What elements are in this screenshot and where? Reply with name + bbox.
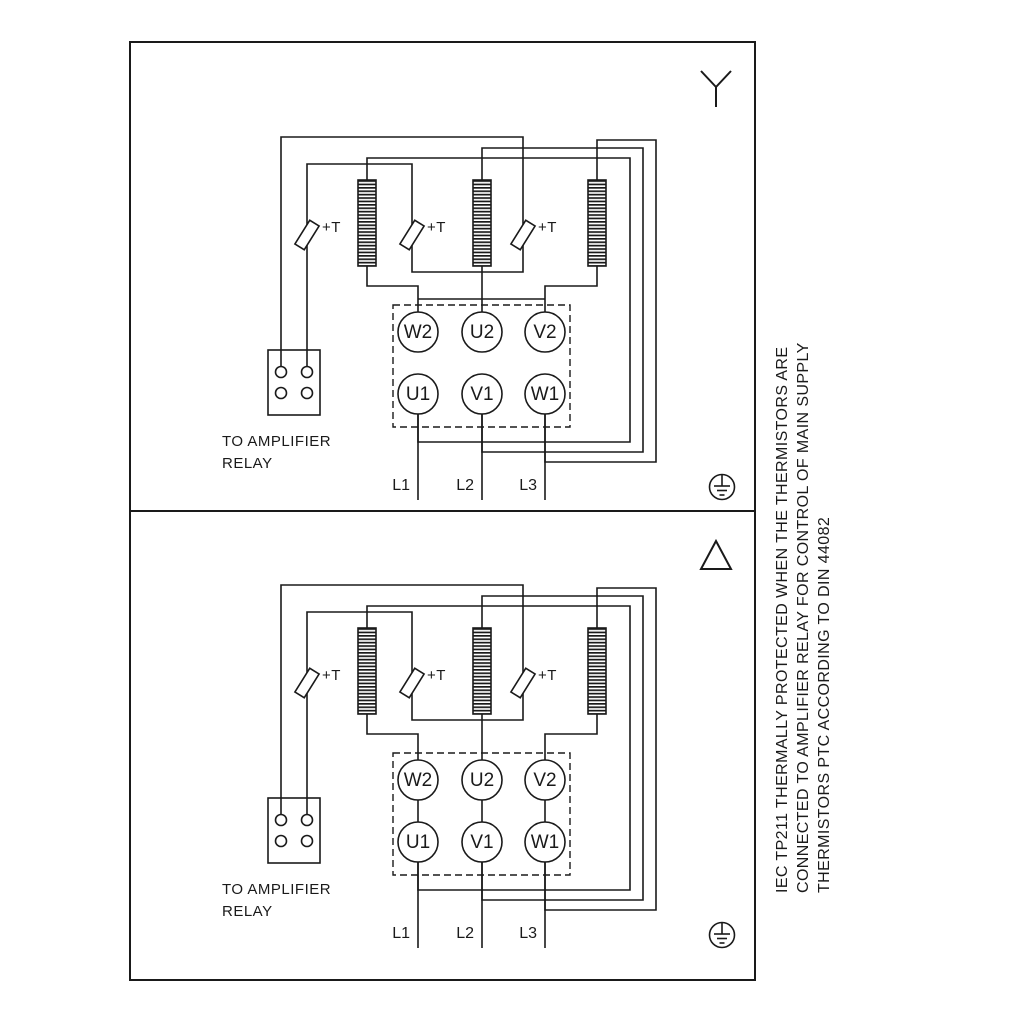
thermistor-symbol	[293, 218, 321, 252]
relay-terminal	[300, 365, 314, 379]
thermistor-symbol	[398, 666, 426, 700]
thermistor-symbol	[509, 218, 537, 252]
supply-label: L1	[392, 477, 410, 494]
wire	[411, 700, 524, 721]
delta-bridge-wire	[417, 800, 546, 822]
wire	[280, 350, 308, 366]
thermistor-body	[398, 219, 426, 251]
wire	[481, 147, 644, 453]
terminal-circle	[397, 311, 439, 353]
wire	[280, 798, 308, 814]
supply-label: L2	[456, 925, 474, 942]
relay-caption: RELAY	[222, 903, 273, 920]
star-diagram-section: +T +T +T TO AMPLIFIER RELAY W2	[222, 136, 736, 501]
terminal-label: U2	[470, 770, 494, 791]
terminal-label: V2	[533, 770, 556, 791]
terminal-label: V1	[470, 384, 493, 405]
supply-label: L3	[519, 925, 537, 942]
terminal-circle	[461, 311, 503, 353]
thermistor-body	[293, 219, 321, 251]
note-text: IEC TP211 THERMALLY PROTECTED WHEN THE T…	[772, 342, 835, 893]
terminal-circle	[397, 759, 439, 801]
terminal-label: V1	[470, 832, 493, 853]
earth-ground-icon	[708, 921, 736, 949]
motor-winding	[357, 627, 377, 715]
terminal-label: W1	[531, 384, 560, 405]
terminal-circle	[397, 821, 439, 863]
thermistor-body	[509, 667, 537, 699]
wire	[280, 136, 524, 350]
thermistor-symbol	[509, 666, 537, 700]
terminal-circle	[524, 759, 566, 801]
wire	[481, 595, 644, 901]
terminal-circle	[461, 373, 503, 415]
relay-box	[267, 797, 321, 864]
thermistor-label: +T	[538, 219, 557, 236]
terminal-box	[392, 752, 571, 876]
wire	[366, 714, 419, 760]
motor-winding	[472, 179, 492, 267]
terminal-circle	[461, 759, 503, 801]
supply-label: L1	[392, 925, 410, 942]
note-line: IEC TP211 THERMALLY PROTECTED WHEN THE T…	[774, 346, 791, 893]
delta-connection-icon	[699, 538, 733, 570]
terminal-circle	[461, 821, 503, 863]
relay-caption: TO AMPLIFIER	[222, 881, 331, 898]
motor-winding	[587, 179, 607, 267]
terminal-label: U2	[470, 322, 494, 343]
terminal-box	[392, 304, 571, 428]
relay-terminal	[274, 813, 288, 827]
thermistor-body	[509, 219, 537, 251]
relay-terminal	[274, 386, 288, 400]
thermistor-symbol	[293, 666, 321, 700]
relay-terminal	[274, 365, 288, 379]
terminal-label: U1	[406, 832, 430, 853]
wire	[280, 584, 524, 798]
terminal-circle	[524, 373, 566, 415]
wire	[544, 714, 598, 760]
terminal-label: W2	[404, 322, 433, 343]
terminal-circle	[524, 821, 566, 863]
relay-terminal	[274, 834, 288, 848]
thermistor-label: +T	[322, 219, 341, 236]
thermistor-label: +T	[427, 667, 446, 684]
relay-terminal	[300, 386, 314, 400]
thermistor-label: +T	[538, 667, 557, 684]
terminal-circle	[397, 373, 439, 415]
supply-label: L3	[519, 477, 537, 494]
relay-box	[267, 349, 321, 416]
thermistor-label: +T	[322, 667, 341, 684]
motor-winding	[357, 179, 377, 267]
star-connection-icon	[700, 70, 732, 107]
delta-diagram-section: +T +T +T TO AMPLIFIER RELAY W2 U2 V2	[222, 584, 736, 949]
thermistor-body	[398, 667, 426, 699]
terminal-label: V2	[533, 322, 556, 343]
wire	[411, 252, 524, 273]
relay-terminal	[300, 813, 314, 827]
note-line: THERMISTORS PTC ACCORDING TO DIN 44082	[816, 516, 833, 893]
note-line: CONNECTED TO AMPLIFIER RELAY FOR CONTROL…	[795, 342, 812, 893]
terminal-label: U1	[406, 384, 430, 405]
wire	[306, 163, 413, 218]
earth-ground-icon	[708, 473, 736, 501]
supply-label: L2	[456, 477, 474, 494]
relay-terminal	[300, 834, 314, 848]
thermistor-symbol	[398, 218, 426, 252]
wire	[306, 611, 413, 666]
terminal-circle	[524, 311, 566, 353]
wire	[417, 862, 546, 948]
wire	[417, 414, 546, 500]
terminal-label: W1	[531, 832, 560, 853]
thermistor-body	[293, 667, 321, 699]
motor-winding	[587, 627, 607, 715]
relay-caption: RELAY	[222, 455, 273, 472]
relay-caption: TO AMPLIFIER	[222, 433, 331, 450]
thermistor-label: +T	[427, 219, 446, 236]
motor-winding	[472, 627, 492, 715]
terminal-label: W2	[404, 770, 433, 791]
